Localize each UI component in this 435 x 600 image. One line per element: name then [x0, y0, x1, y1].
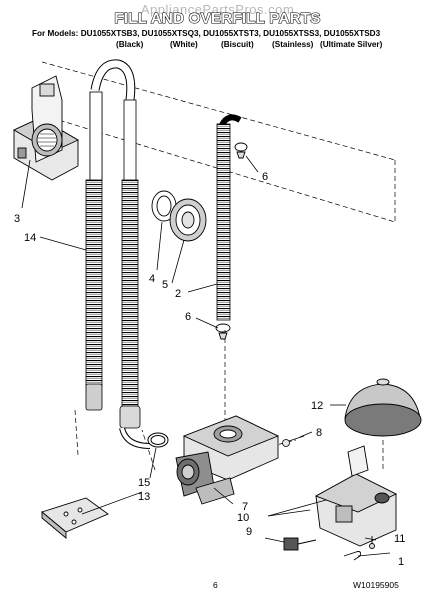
page-header: AppliancePartsPros.com FILL AND OVERFILL…: [0, 0, 435, 52]
vent-bracket-assembly: [13, 75, 79, 181]
models-list: DU1055XTSB3, DU1055XTSQ3, DU1055XTST3, D…: [80, 29, 381, 38]
callout-6-upper: 6: [262, 171, 268, 183]
callout-4: 4: [149, 273, 155, 285]
hose-clamp: [147, 432, 169, 448]
watermark: AppliancePartsPros.com: [140, 2, 295, 17]
color-black: (Black): [116, 40, 144, 49]
hose-clamp-lower: [215, 323, 231, 340]
fill-hose-long: [85, 59, 151, 449]
callout-7: 7: [242, 501, 248, 513]
callout-1: 1: [398, 556, 404, 568]
page-number: 6: [213, 580, 218, 590]
document-part-number: W10195905: [353, 580, 399, 590]
callout-14: 14: [24, 232, 36, 244]
color-ultimate-silver: (Ultimate Silver): [320, 40, 383, 49]
mounting-screw: [282, 435, 305, 447]
callout-9: 9: [246, 526, 252, 538]
float: [344, 378, 422, 437]
vent-nut: [169, 198, 207, 242]
fill-valve-assembly: [175, 415, 280, 505]
callout-2: 2: [175, 288, 181, 300]
color-white: (White): [170, 40, 198, 49]
hose-clamp-upper: [234, 142, 248, 159]
callout-numbers: 1 2 3 4 5 6 6 7 8 9 10 11 12 13 14 15: [14, 171, 405, 568]
fill-hose-short: [216, 114, 242, 321]
callout-13: 13: [138, 491, 150, 503]
flood-switch-bracket: [314, 445, 398, 547]
color-stainless: (Stainless): [272, 40, 314, 49]
bottom-bracket: [41, 497, 109, 539]
models-label: For Models:: [32, 29, 79, 38]
switch-connector: [283, 537, 317, 551]
leader-lines: [21, 155, 391, 557]
grommet-ring: [151, 190, 177, 222]
callout-10: 10: [237, 512, 249, 524]
callout-11: 11: [394, 533, 405, 545]
callout-5: 5: [162, 279, 168, 291]
models-line: For Models: DU1055XTSB3, DU1055XTSQ3, DU…: [32, 29, 380, 38]
callout-3: 3: [14, 213, 20, 225]
color-biscuit: (Biscuit): [221, 40, 254, 49]
page-title: FILL AND OVERFILL PARTS: [114, 9, 321, 27]
callout-12: 12: [311, 400, 323, 412]
callout-15: 15: [138, 477, 150, 489]
model-colors: (Black) (White) (Biscuit) (Stainless) (U…: [0, 40, 435, 52]
callout-6-lower: 6: [185, 311, 191, 323]
callout-8: 8: [316, 427, 322, 439]
